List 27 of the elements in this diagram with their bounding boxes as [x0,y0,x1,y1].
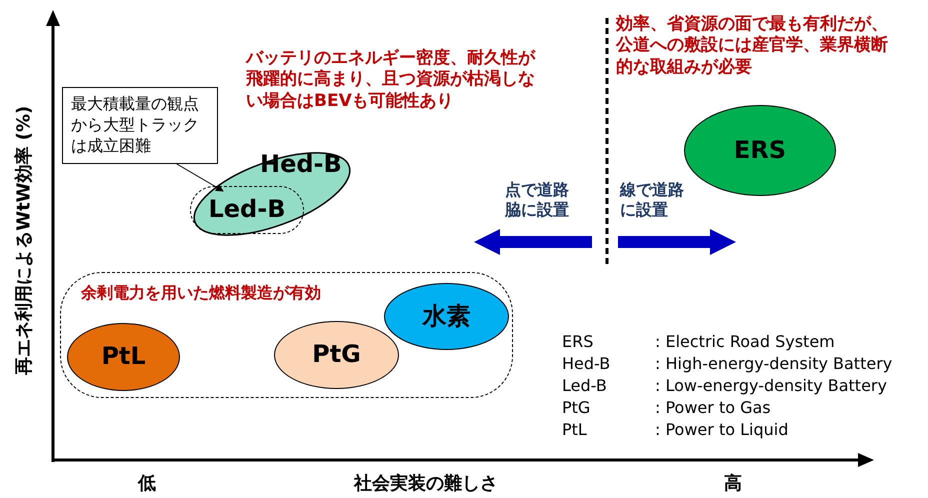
table-cell: : Low-energy-density Battery [655,376,887,396]
axis-label: 低 [138,473,156,496]
axis-title: 再エネ利用によるWtW効率 (%) [12,105,35,374]
table-cell: Led-B [562,376,607,396]
node-label: Hed-B [260,150,342,178]
dashed-group [60,272,513,398]
table-cell: PtG [562,398,590,418]
table-cell: ERS [562,332,594,352]
note-text: バッテリのエネルギー密度、耐久性が飛躍的に高まり、且つ資源が枯渇しない場合はBEVも可能性あり [246,48,536,112]
axis-label: 高 [724,473,742,496]
ellipse: PtG [274,321,399,389]
leader-arrow [176,164,224,192]
callout-box: 最大積載量の観点から大型トラックは成立困難 [62,87,218,164]
ellipse: ERS [684,105,836,196]
note-text: 効率、省資源の面で最も有利だが、公道への敷設には産官学、業界横断的な取組みが必要 [616,14,889,78]
group-heading: 余剰電力を用いた燃料製造が有効 [81,283,321,304]
table-cell: PtL [562,420,587,440]
arrow-caption: 点で道路脇に設置 [505,180,570,220]
arrow-caption: 線で道路に設置 [620,180,685,220]
ellipse: PtL [67,323,180,391]
table-cell: Hed-B [562,354,610,374]
table-cell: : Electric Road System [655,332,835,352]
ellipse: 水素 [384,283,509,350]
axis-title: 社会実装の難しさ [354,473,498,496]
table-cell: : Power to Gas [655,398,771,418]
table-cell: : Power to Liquid [655,420,788,440]
table-cell: : High-energy-density Battery [655,354,892,374]
